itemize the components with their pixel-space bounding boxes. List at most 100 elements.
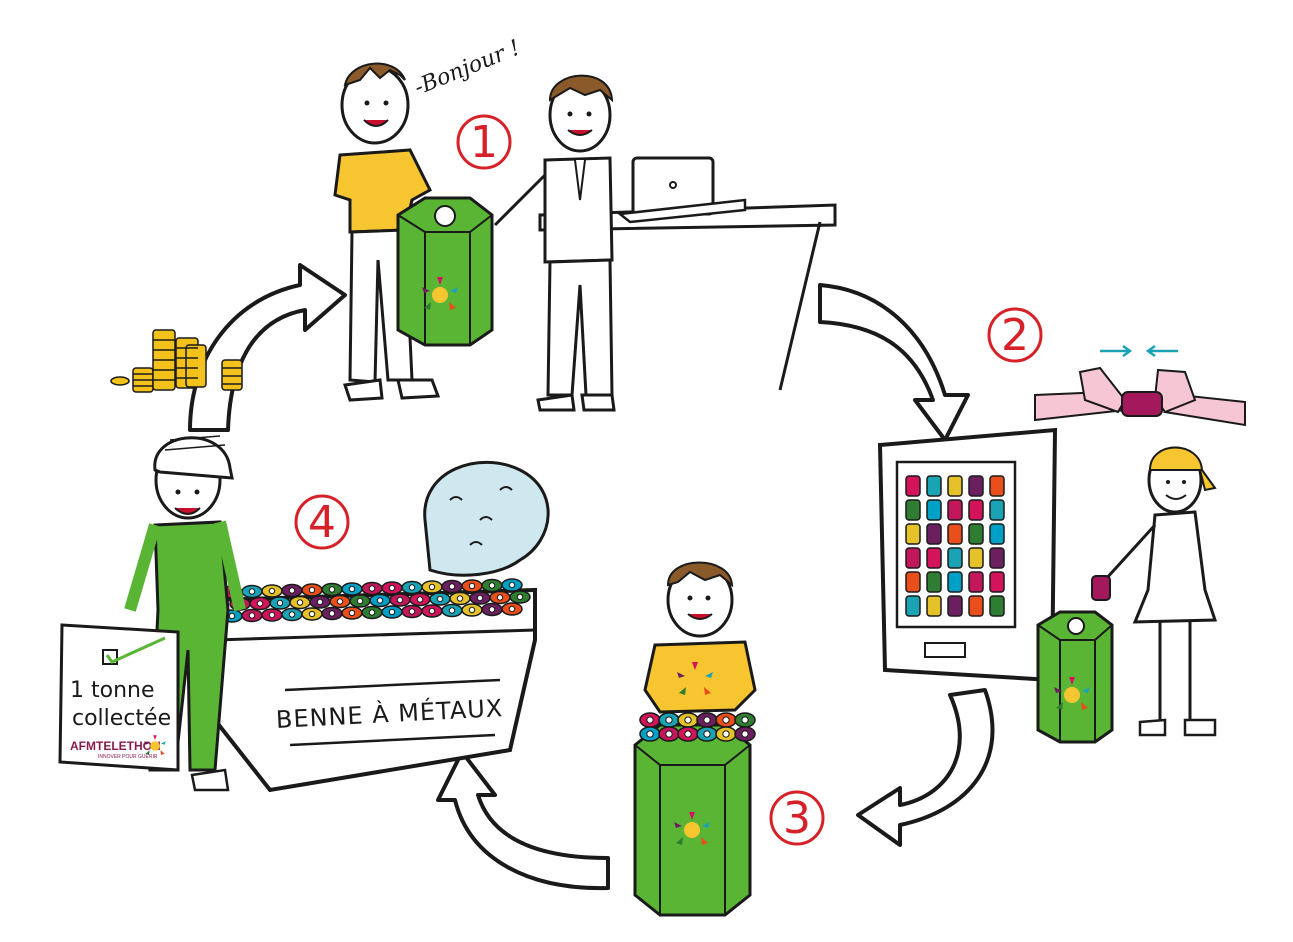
can-icon	[968, 571, 984, 593]
can-icon	[905, 499, 921, 521]
step-4-label: 4	[308, 497, 336, 548]
step-1-badge: 1	[456, 114, 512, 170]
step1-scene: -Bonjour !	[333, 36, 837, 412]
dumpster: BENNE À MÉTAUX	[213, 578, 537, 793]
sign-line2: collectée	[72, 706, 171, 731]
can-top-icon	[665, 730, 673, 738]
step-1-label: 1	[470, 117, 498, 168]
businessman	[493, 74, 616, 412]
can-icon	[968, 595, 984, 617]
arrow-step3-to-step4	[436, 750, 610, 891]
step2-scene	[877, 344, 1246, 744]
can-top-icon	[476, 594, 484, 602]
can-icon	[989, 499, 1005, 521]
sign-brand-sub: INNOVER POUR GUÉRIR	[98, 753, 158, 760]
can-top-icon	[276, 599, 284, 607]
recycling-bin-step2	[1036, 610, 1114, 744]
bin-cans	[639, 712, 756, 742]
can-top-icon	[508, 581, 516, 589]
can-icon	[989, 475, 1005, 497]
can-icon	[926, 595, 942, 617]
can-top-icon	[268, 587, 276, 595]
can-top-icon	[436, 595, 444, 603]
can-icon	[947, 499, 963, 521]
can-top-icon	[268, 611, 276, 619]
arrow-step1-to-step2	[818, 283, 970, 442]
can-top-icon	[665, 716, 673, 724]
can-top-icon	[488, 582, 496, 589]
can-icon	[926, 499, 942, 521]
can-top-icon	[256, 600, 264, 607]
can-top-icon	[468, 582, 476, 590]
can-icon	[989, 547, 1005, 569]
step-3-badge: 3	[769, 790, 825, 846]
bag-of-cans	[423, 460, 550, 577]
can-icon	[905, 523, 921, 545]
can-top-icon	[388, 584, 396, 592]
can-top-icon	[316, 598, 324, 606]
can-top-icon	[336, 598, 344, 605]
can-icon	[989, 523, 1005, 545]
can-icon	[926, 523, 942, 545]
can-top-icon	[516, 593, 524, 601]
can-top-icon	[703, 716, 711, 724]
can-top-icon	[396, 596, 404, 604]
can-top-icon	[248, 612, 256, 619]
can-top-icon	[456, 595, 464, 602]
can-top-icon	[348, 609, 356, 617]
can-top-icon	[722, 716, 730, 724]
step-2-badge: 2	[987, 307, 1043, 363]
can-icon	[968, 547, 984, 569]
coin-stack-icon	[110, 329, 243, 393]
can-icon	[926, 547, 942, 569]
can-icon	[947, 571, 963, 593]
can-icon	[989, 595, 1005, 617]
dumpster-cans	[221, 578, 531, 623]
can-top-icon	[488, 606, 496, 613]
can-top-icon	[388, 608, 396, 616]
arrow-coins-to-step1	[188, 263, 347, 432]
can-icon	[905, 571, 921, 593]
can-top-icon	[703, 730, 711, 738]
can-top-icon	[508, 605, 516, 613]
arrow-step2-to-step3	[856, 688, 995, 847]
can-top-icon	[646, 730, 654, 738]
sign-line1: 1 tonne	[70, 678, 155, 703]
can-top-icon	[741, 716, 749, 724]
can-top-icon	[428, 607, 436, 615]
can-top-icon	[356, 597, 364, 605]
can-top-icon	[684, 730, 692, 738]
step-4-badge: 4	[294, 494, 350, 550]
can-top-icon	[448, 607, 456, 614]
can-top-icon	[496, 594, 504, 601]
can-top-icon	[646, 716, 654, 724]
can-top-icon	[288, 587, 296, 594]
can-top-icon	[408, 584, 416, 591]
can-icon	[968, 475, 984, 497]
can-top-icon	[328, 586, 336, 593]
can-icon	[947, 547, 963, 569]
can-top-icon	[288, 611, 296, 618]
can-top-icon	[308, 610, 316, 618]
can-icon	[968, 499, 984, 521]
step3-scene	[633, 561, 757, 917]
can-top-icon	[416, 596, 424, 603]
recycling-bin-icon	[396, 196, 494, 347]
checkmark-icon	[105, 636, 166, 664]
can-icon	[947, 595, 963, 617]
girl-dropping-can	[1091, 446, 1218, 737]
can-icon	[905, 595, 921, 617]
can-top-icon	[328, 610, 336, 617]
collection-sign: 1 tonne collectée AFMTELETHON INNOVER PO…	[58, 623, 180, 772]
can-top-icon	[448, 583, 456, 590]
can-top-icon	[376, 597, 384, 604]
can-top-icon	[348, 585, 356, 593]
can-icon	[926, 475, 942, 497]
can-icon	[905, 475, 921, 497]
step-2-label: 2	[1001, 310, 1029, 361]
can-top-icon	[308, 586, 316, 594]
laptop-icon	[616, 156, 747, 224]
can-top-icon	[228, 612, 236, 620]
can-top-icon	[684, 716, 692, 724]
vending-cans	[905, 475, 1005, 617]
